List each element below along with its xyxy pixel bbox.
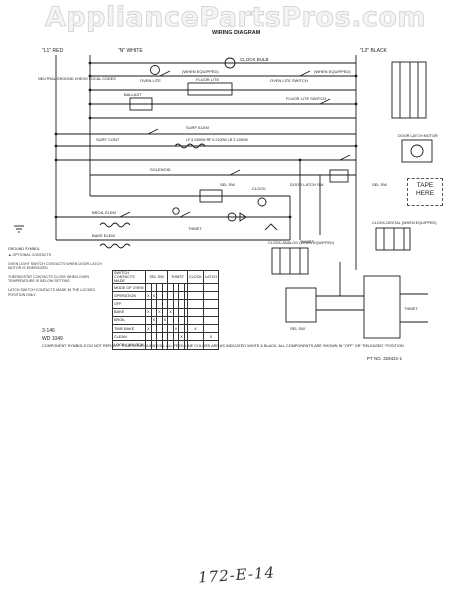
side-code-2: WD 1049 — [42, 336, 63, 342]
table-header: LATCH — [202, 270, 220, 284]
table-row: MODE OF OVEN — [112, 282, 146, 293]
terminal-n: "N" WHITE — [118, 48, 143, 54]
terminal-l2: "L2" BLACK — [360, 48, 388, 54]
when-equipped-label: (WHEN EQUIPPED) — [182, 69, 219, 74]
footer-note: COMPONENT SYMBOLS DO NOT REFLECT TRUE CO… — [42, 344, 405, 348]
sel-sw-lower-label: SEL SW — [290, 326, 305, 331]
clock-bulb-label: CLOCK BULB — [240, 57, 269, 62]
surf-cont-label: SURF CONT — [96, 137, 120, 142]
side-code-1: 3-146 — [42, 328, 55, 334]
terminal-l1: "L1" RED — [42, 48, 63, 54]
table-row: BAKE — [112, 307, 146, 317]
thmst-label-2: THMST — [300, 239, 314, 244]
clock-digital-label: CLOCK-DIGITAL (WHEN EQUIPPED) — [372, 221, 437, 225]
diagram-title: WIRING DIAGRAM — [212, 30, 261, 36]
ballast-label: BALLAST — [124, 92, 142, 97]
door-latch-motor-label: DOOR LATCH MOTOR — [398, 134, 438, 138]
table-row: LOCK / UNLOCK — [112, 340, 146, 350]
sel-sw-label-2: SEL SW — [372, 182, 387, 187]
note-item: THERMOSTAT CONTACTS CLOSE WHEN OVEN TEMP… — [8, 274, 89, 284]
table-header: CLOCK — [186, 270, 204, 284]
sel-sw-label: SEL SW — [220, 182, 235, 187]
oven-lite-switch-label: OVEN LITE SWITCH — [270, 78, 308, 83]
note-item: OVEN LIGHT SWITCH CONTACTS WHEN DOOR LAT… — [8, 261, 102, 271]
table-header: THMST — [167, 270, 188, 284]
oven-lite-label: OVEN LITE — [140, 78, 161, 83]
surf-elem-label: SURF ELEM — [186, 125, 209, 130]
fluor-lite-switch-label: FLUOR LITE SWITCH — [286, 96, 326, 101]
table-row: OPERATION — [112, 291, 146, 301]
when-equipped-label-2: (WHEN EQUIPPED) — [314, 69, 351, 74]
clock-label: CLOCK — [252, 186, 266, 191]
note-item: ▲ OPTIONAL CONTACTS — [8, 253, 52, 257]
switch-contact-table: SWITCH CONTACTS MADE SEL SW THMST CLOCK … — [112, 270, 220, 350]
part-number: PT NO. 329421-1 — [367, 356, 403, 361]
clock-analog-label: CLOCK-ANALOG (WHEN EQUIPPED) — [268, 241, 335, 245]
thmst-lower-label: THMST — [404, 306, 418, 311]
broil-elem-label: BROIL ELEM — [92, 210, 116, 215]
neutral-ground-label: NEUTRAL GROUND CHECK LOCAL CODES — [38, 77, 116, 81]
diagram-notes: ▲ OPTIONAL CONTACTS OVEN LIGHT SWITCH CO… — [8, 253, 106, 301]
thmst-label: THMST — [188, 226, 202, 231]
fluor-lite-label: FLUOR LITE — [196, 77, 219, 82]
bake-elem-label: BAKE ELEM — [92, 233, 115, 238]
solenoid-label: SOLENOID — [150, 167, 171, 172]
door-latch-sw-label: DOOR LATCH SW — [290, 182, 324, 187]
table-header: SEL SW — [144, 270, 169, 284]
table-row: OFF — [112, 299, 146, 309]
table-row: CLEAN — [112, 332, 146, 342]
table-row: BROIL — [112, 315, 146, 325]
table-row: TIME BAKE — [112, 323, 146, 334]
surf-cont-ratings: LF 5 2300W RF 6 2100W LR 5 1250W — [186, 138, 248, 142]
ground-symbol-label: GROUND SYMBOL — [8, 247, 40, 251]
tape-here-box: TAPE HERE — [407, 178, 443, 206]
table-header: SWITCH CONTACTS MADE — [112, 270, 146, 284]
note-item: LATCH SWITCH CONTACTS MADE IN THE LOCKED… — [8, 287, 96, 297]
watermark: AppliancePartsPros.com — [44, 2, 427, 34]
